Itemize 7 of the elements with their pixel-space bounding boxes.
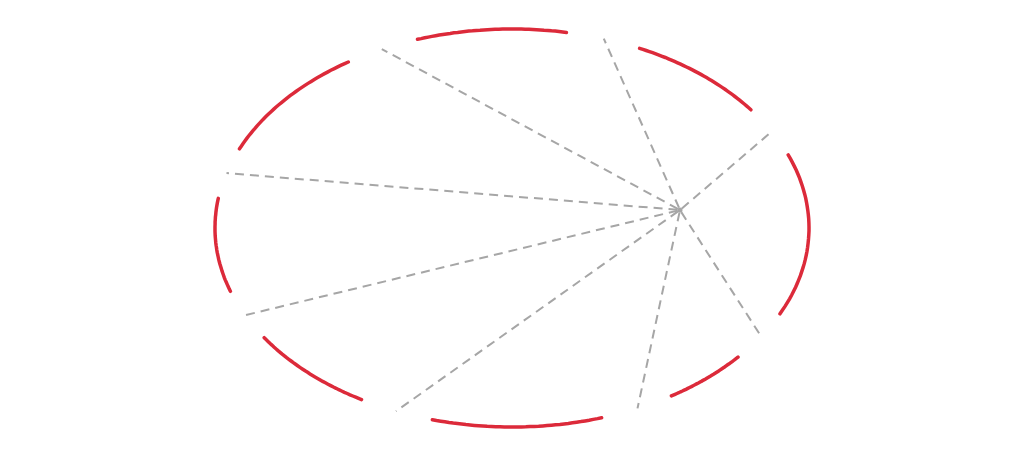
dashed-line [602,37,680,209]
dashed-line [244,209,679,317]
dashed-line [380,48,679,210]
dashed-line [636,211,681,410]
dashed-line [395,210,679,413]
hub-point [677,207,683,213]
dashed-line [225,172,679,211]
